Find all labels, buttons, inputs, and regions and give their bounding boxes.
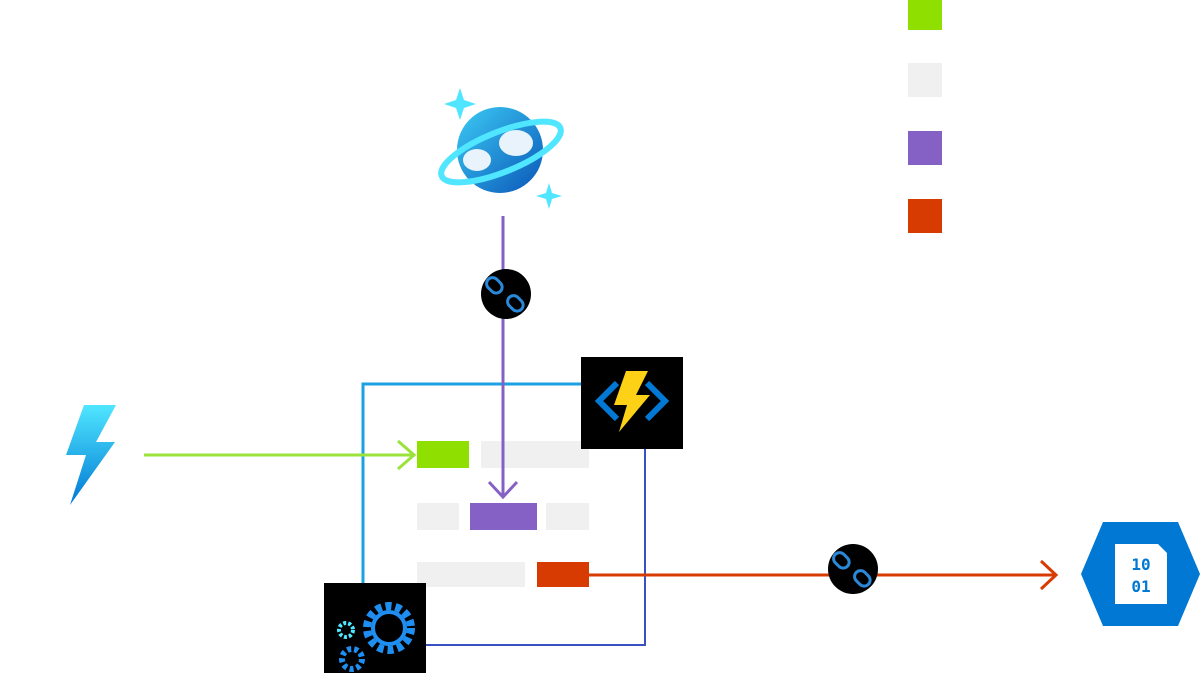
- legend-item-trigger-object: Trigger object: [908, 0, 1168, 31]
- storage-icon-text-bottom: 01: [1131, 577, 1150, 596]
- code-block: [546, 503, 589, 530]
- legend-label: Input object: [964, 133, 1142, 163]
- blob-storage-icon: 10 01: [1081, 522, 1200, 626]
- legend-label: Your code: [964, 65, 1109, 95]
- input-binding-label: Input binding: [550, 285, 748, 315]
- input-link-icon: [481, 269, 531, 319]
- code-block: [417, 503, 459, 530]
- cosmos-db-icon: [438, 88, 564, 209]
- output-binding-label: Output binding: [742, 618, 965, 648]
- legend-item-your-code: Your code: [908, 62, 1108, 98]
- code-block: [417, 562, 525, 587]
- trigger-object-block: [417, 441, 469, 468]
- legend-label: Output object: [964, 201, 1167, 231]
- storage-icon-text-top: 10: [1131, 555, 1150, 574]
- input-arrowhead: [487, 480, 519, 500]
- legend-swatch: [908, 63, 942, 97]
- legend-swatch: [908, 131, 942, 165]
- legend-swatch: [908, 0, 942, 30]
- trigger-lightning-icon: [66, 405, 116, 505]
- trigger-arrowhead: [397, 439, 417, 471]
- legend-label: Trigger object: [964, 0, 1169, 28]
- legend-item-output-object: Output object: [908, 198, 1167, 234]
- output-object-block: [537, 562, 589, 587]
- output-arrowhead: [1039, 559, 1059, 591]
- trigger-label: Trigger: [30, 539, 159, 577]
- azure-functions-icon: [581, 357, 683, 449]
- legend-item-input-object: Input object: [908, 130, 1142, 166]
- output-link-icon: [828, 544, 878, 594]
- code-block: [481, 441, 589, 468]
- function-box-outline-right: [426, 448, 646, 646]
- gears-icon: [324, 583, 426, 673]
- function-box-outline-left: [361, 382, 582, 585]
- legend-swatch: [908, 199, 942, 233]
- input-object-block: [470, 503, 537, 530]
